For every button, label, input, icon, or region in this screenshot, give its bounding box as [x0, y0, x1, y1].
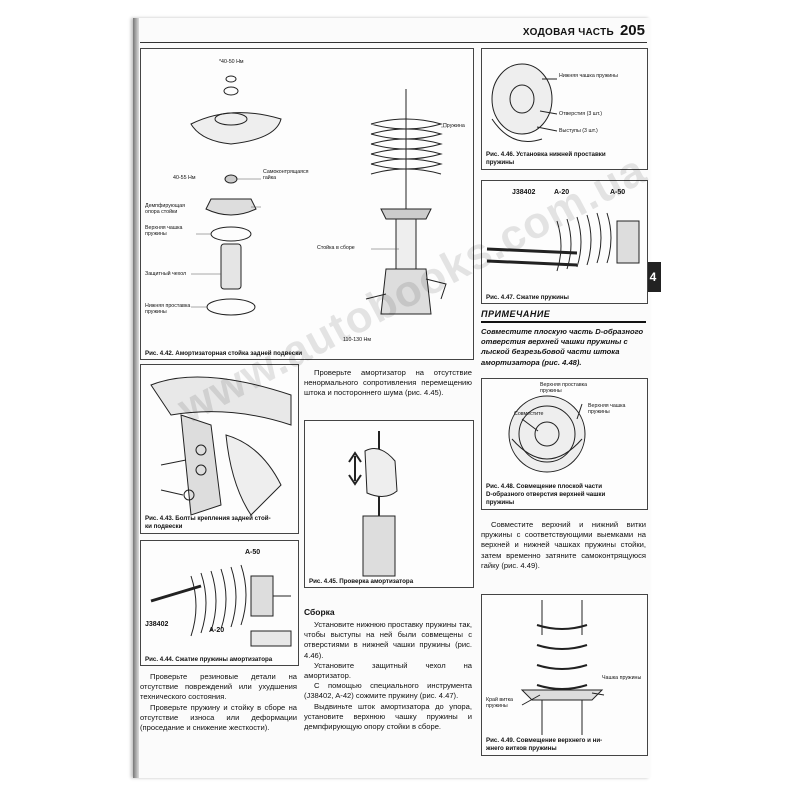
- label-lower-seat: Нижняя чашка пружины: [559, 73, 618, 79]
- figure-4-49-caption-a: Рис. 4.49. Совмещение верхнего и ни-: [486, 737, 603, 744]
- coil-align-drawing: [520, 600, 605, 735]
- spring-compressor-drawing: [486, 212, 640, 272]
- spring-compression-drawing: [150, 564, 292, 647]
- label-torque-bottom: 110-130 Нм: [343, 337, 371, 343]
- label-spring: Пружина: [443, 123, 465, 129]
- figure-4-48-caption-c: пружины: [486, 499, 515, 506]
- label-coil-edge: Край витка пружины: [486, 697, 513, 709]
- figure-4-44: A-50 J38402 A-20 Рис. 4.44. Сжатие пружи…: [140, 540, 299, 666]
- figure-4-46-caption-b: пружины: [486, 159, 515, 166]
- page-header: ХОДОВАЯ ЧАСТЬ 205: [480, 22, 645, 42]
- label-damper-mount: Демпфирующая опора стойки: [145, 203, 186, 215]
- label-j38402: J38402: [512, 189, 536, 196]
- label-strut-assembly: Стойка в сборе: [317, 245, 355, 251]
- label-a20: A-20: [209, 627, 225, 634]
- section-title: ХОДОВАЯ ЧАСТЬ: [522, 27, 614, 38]
- figure-4-46: Нижняя чашка пружины Отверстия (3 шт.) В…: [481, 48, 648, 170]
- figure-4-48: Верхняя проставка пружины Совместите Вер…: [481, 378, 648, 510]
- text-col1: Проверьте резиновые детали на отсутствие…: [140, 672, 297, 733]
- figure-4-49: Край витка пружины Чашка пружины Рис. 4.…: [481, 594, 648, 756]
- lower-pad-install-drawing: [491, 63, 558, 142]
- figure-4-42: *40-50 Нм 40-55 Нм Самоконтрящаяся гайка…: [140, 48, 474, 360]
- figure-4-48-caption-b: D-образного отверстия верхней чашки: [486, 491, 606, 498]
- figure-4-46-caption: Рис. 4.46. Установка нижней проставки пр…: [486, 151, 606, 167]
- figure-4-44-caption: Рис. 4.44. Сжатие пружины амортизатора: [145, 656, 273, 663]
- label-a50: A-50: [245, 549, 261, 556]
- paragraph: Установите защитный чехол на амортизатор…: [304, 660, 472, 681]
- label-a20: A-20: [554, 189, 570, 196]
- figure-4-42-caption: Рис. 4.42. Амортизаторная стойка задней …: [145, 350, 303, 357]
- label-torque-mid: 40-55 Нм: [173, 175, 196, 181]
- figure-4-45-caption: Рис. 4.45. Проверка амортизатора: [309, 578, 414, 585]
- note-body: Совместите плоскую часть D-образного отв…: [481, 327, 644, 367]
- label-align: Совместите: [514, 411, 544, 417]
- label-upper-seat: Верхняя чашка пружины: [588, 403, 626, 415]
- figure-4-48-caption-a: Рис. 4.48. Совмещение плоской части: [486, 483, 602, 490]
- shock-check-drawing: [348, 431, 398, 577]
- label-self-lock-nut: Самоконтрящаяся гайка: [263, 169, 309, 181]
- paragraph: С помощью специального инструмента (J384…: [304, 681, 472, 701]
- label-lower-pad: Нижняя проставка пружины: [145, 303, 191, 315]
- header-rule: [140, 42, 647, 43]
- label-seat: Чашка пружины: [602, 675, 642, 681]
- text-col3: Совместите верхний и нижний витки пружин…: [481, 520, 646, 571]
- figure-4-49-caption: Рис. 4.49. Совмещение верхнего и ни- жне…: [486, 737, 602, 753]
- figure-4-49-caption-b: жнего витков пружины: [486, 745, 557, 752]
- label-holes: Отверстия (3 шт.): [559, 111, 603, 117]
- figure-4-47-caption: Рис. 4.47. Сжатие пружины: [486, 294, 569, 301]
- paragraph: Проверьте пружину и стойку в сборе на от…: [140, 702, 297, 733]
- label-boot: Защитный чехол: [145, 271, 187, 277]
- figure-4-43-caption-b: ки подвески: [145, 523, 183, 530]
- assembly-heading: Сборка: [304, 607, 335, 617]
- label-torque-top: *40-50 Нм: [219, 59, 244, 65]
- label-j38402: J38402: [145, 621, 169, 628]
- label-a50: A-50: [610, 189, 626, 196]
- paragraph: Совместите верхний и нижний витки пружин…: [481, 520, 646, 570]
- paragraph: Проверьте резиновые детали на отсутствие…: [140, 672, 297, 702]
- figure-4-46-caption-a: Рис. 4.46. Установка нижней проставки: [486, 151, 606, 158]
- figure-4-43-caption-a: Рис. 4.43. Болты крепления задней стой-: [145, 515, 271, 522]
- chapter-tab: 4: [645, 262, 661, 292]
- paragraph: Выдвиньте шток амортизатора до упора, ус…: [304, 701, 472, 732]
- figure-4-47: J38402 A-20 A-50 Рис. 4.47. Сжатие пружи…: [481, 180, 648, 304]
- label-bosses: Выступы (3 шт.): [559, 128, 598, 134]
- figure-4-48-caption: Рис. 4.48. Совмещение плоской части D-об…: [486, 483, 605, 507]
- d-hole-align-drawing: [508, 395, 586, 473]
- rear-strut-bolts-drawing: [150, 376, 292, 516]
- label-upper-seat: Верхняя чашка пружины: [145, 225, 183, 237]
- figure-4-43-caption: Рис. 4.43. Болты крепления задней стой- …: [145, 515, 271, 531]
- page-gutter: [133, 18, 139, 778]
- figure-4-43: Рис. 4.43. Болты крепления задней стой- …: [140, 364, 299, 534]
- note-title: ПРИМЕЧАНИЕ: [481, 309, 647, 323]
- label-upper-pad: Верхняя проставка пружины: [540, 382, 588, 394]
- strut-exploded-drawing: [190, 75, 447, 316]
- paragraph: Установите нижнюю проставку пружины так,…: [304, 620, 472, 660]
- text-col2-top: Проверьте амортизатор на отсутствие нено…: [304, 368, 472, 399]
- figure-4-45: Рис. 4.45. Проверка амортизатора: [304, 420, 474, 588]
- page-number: 205: [619, 22, 645, 39]
- paragraph: Проверьте амортизатор на отсутствие нено…: [304, 368, 472, 398]
- text-col2-assembly: Установите нижнюю проставку пружины так,…: [304, 620, 472, 732]
